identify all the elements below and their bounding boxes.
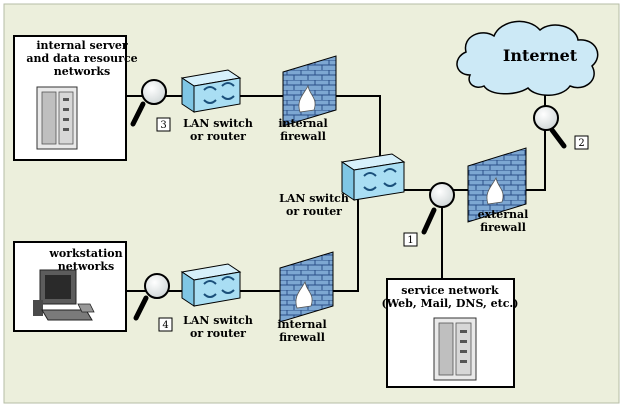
switch-top-label-1: LAN switch [183,117,253,130]
switch-top-icon [180,69,242,113]
switch-middle-label-1: LAN switch [279,192,349,205]
switch-top-label-2: or router [190,130,246,143]
internet-cloud: Internet [456,20,599,96]
sensor-3-number: 3 [160,120,166,131]
sensor-2-magnifier-icon [533,105,567,149]
sensor-2-tag: 2 [574,135,589,150]
firewall-external-icon [467,147,527,223]
server-networks-label-1: internal server [36,39,128,52]
firewall-bottom-icon [279,251,334,323]
sensor-2-number: 2 [578,138,584,149]
sensor-1-tag: 1 [403,232,418,247]
sensor-1-magnifier-icon [421,182,455,235]
sensor-3-magnifier-icon [130,79,167,127]
firewall-external-label-2: firewall [480,221,526,234]
firewall-top-icon [282,55,337,127]
connection-lines [125,80,546,292]
server-networks-label-2: and data resource [26,52,137,65]
sensor-4-tag: 4 [158,317,173,332]
sensor-4-number: 4 [162,320,168,331]
service-network-box: service network (Web, Mail, DNS, etc.) [382,278,519,388]
server-networks-label-3: networks [54,65,111,78]
service-network-label-2: (Web, Mail, DNS, etc.) [382,297,519,310]
switch-middle-label-2: or router [286,205,342,218]
service-server-icon [433,317,477,381]
link-firewall-top-to-switch-middle [336,95,381,160]
switch-middle-icon [340,153,406,201]
firewall-bottom-label-2: firewall [279,331,325,344]
workstation-networks-label-1: workstation [48,247,122,260]
server-networks-box: internal server and data resource networ… [13,35,138,161]
workstation-networks-box: workstation networks [13,241,127,332]
workstation-icon [33,269,95,321]
firewall-bottom-label-1: internal [277,318,326,331]
service-network-label-1: service network [401,284,499,297]
internet-label: Internet [503,46,578,65]
firewall-external-label-1: external [478,208,529,221]
sensor-4-magnifier-icon [133,273,170,321]
switch-bottom-label-1: LAN switch [183,314,253,327]
firewall-top-label-2: firewall [280,130,326,143]
switch-bottom-label-2: or router [190,327,246,340]
sensor-3-tag: 3 [156,117,171,132]
firewall-top-label-1: internal [278,117,327,130]
switch-bottom-icon [180,263,242,307]
link-firewall-bottom-to-switch-middle [333,190,359,292]
server-icon [36,86,78,150]
sensor-1-number: 1 [407,235,413,246]
